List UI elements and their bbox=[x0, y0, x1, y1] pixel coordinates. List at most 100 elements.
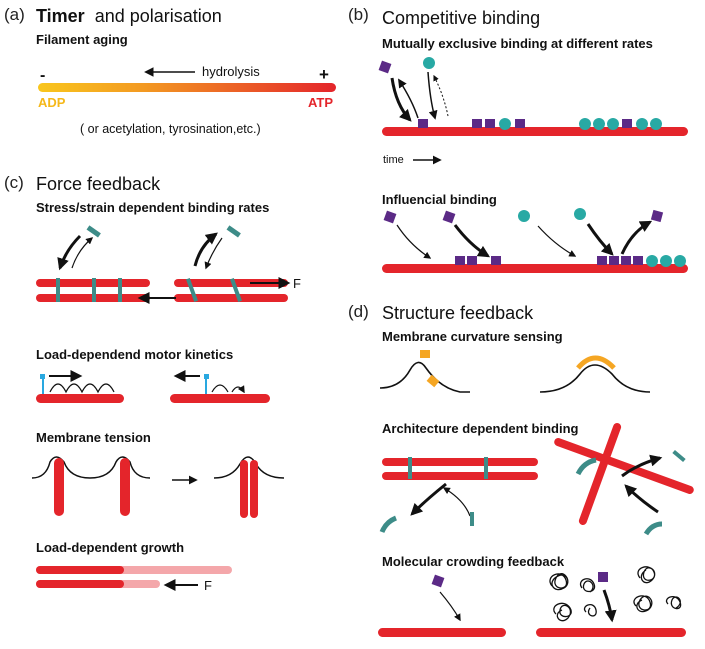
membrane-curved-1 bbox=[379, 361, 470, 393]
crowder-coil bbox=[553, 602, 572, 622]
plus-end-sign: + bbox=[319, 65, 329, 84]
bound-teal bbox=[579, 118, 591, 130]
panel-b: (b) Competitive binding Mutually exclusi… bbox=[348, 5, 688, 273]
free-teal-binder bbox=[574, 208, 586, 220]
crossing-filament-2 bbox=[578, 423, 622, 525]
crosslinker bbox=[484, 457, 488, 479]
free-crosslinker bbox=[226, 225, 241, 238]
purple-unbinding-arrow bbox=[398, 78, 419, 119]
bound-purple bbox=[633, 256, 643, 265]
filament-motor-2 bbox=[170, 394, 270, 403]
panel-c-label: (c) bbox=[4, 173, 24, 192]
crossing-filament-1 bbox=[554, 438, 694, 494]
bound-teal bbox=[646, 255, 658, 267]
bound-purple bbox=[622, 119, 632, 128]
bound-purple bbox=[418, 119, 428, 128]
bound-teal bbox=[674, 255, 686, 267]
binding-arrow-slow bbox=[442, 487, 471, 517]
panel-d-title: Structure feedback bbox=[382, 303, 534, 323]
crosslinker bbox=[408, 457, 412, 479]
teal-unbinding-arrow-slow bbox=[433, 74, 449, 117]
panel-a-label: (a) bbox=[4, 5, 25, 24]
filament-protrusion bbox=[120, 458, 130, 516]
unbinding-arrow-fast bbox=[193, 232, 218, 267]
filament-c2-top bbox=[174, 279, 288, 287]
parallel-filament-bottom bbox=[382, 472, 538, 480]
filament-b2 bbox=[382, 264, 688, 273]
crosslinker bbox=[92, 278, 96, 302]
free-purple-binder bbox=[442, 210, 456, 224]
binding-arrow-fast bbox=[624, 484, 659, 514]
panel-a-title-bold: Timer bbox=[36, 6, 85, 26]
force-label: F bbox=[293, 276, 301, 291]
crowder-coil bbox=[549, 573, 569, 591]
free-purple-binder bbox=[598, 572, 608, 582]
unbinding-arrow-slow bbox=[71, 237, 94, 269]
free-purple-binder bbox=[431, 574, 445, 588]
motor-head bbox=[204, 374, 209, 379]
unbinding-arrow-fast bbox=[410, 482, 447, 516]
filament-c2-bottom bbox=[174, 294, 288, 302]
architecture-binding-label: Architecture dependent binding bbox=[382, 421, 579, 436]
panel-a: (a) Timer and polarisation Filament agin… bbox=[4, 5, 336, 136]
membrane-right bbox=[213, 456, 285, 479]
filament-d-sparse bbox=[378, 628, 506, 637]
crowder-coil bbox=[579, 578, 596, 593]
bound-purple bbox=[485, 119, 495, 128]
influencial-binding-label: Influencial binding bbox=[382, 192, 497, 207]
strained-crosslinker bbox=[230, 278, 242, 302]
time-label: time bbox=[383, 154, 404, 166]
bound-purple bbox=[467, 256, 477, 265]
mutually-exclusive-label: Mutually exclusive binding at different … bbox=[382, 36, 653, 51]
stress-strain-label: Stress/strain dependent binding rates bbox=[36, 200, 269, 215]
bound-purple bbox=[491, 256, 501, 265]
parallel-filament-top bbox=[382, 458, 538, 466]
crosslinker bbox=[118, 278, 122, 302]
strained-crosslinker bbox=[186, 278, 198, 302]
purple-binding-arrow-fast bbox=[390, 77, 412, 122]
weak-binding-arrow bbox=[537, 225, 577, 257]
motor-steps-end bbox=[231, 385, 245, 394]
crowder-coil bbox=[633, 595, 653, 613]
filament-growth-2 bbox=[36, 580, 124, 588]
bent-crosslinker-bound bbox=[575, 457, 597, 476]
bound-teal bbox=[499, 118, 511, 130]
free-purple-binder bbox=[378, 60, 392, 74]
released-purple-binder bbox=[650, 209, 664, 223]
free-teal-binder bbox=[518, 210, 530, 222]
panel-b-label: (b) bbox=[348, 5, 369, 24]
filament-bundled bbox=[250, 460, 258, 518]
free-crosslinker bbox=[470, 512, 474, 526]
aging-filament-gradient bbox=[38, 83, 336, 92]
crowding-feedback-label: Molecular crowding feedback bbox=[382, 554, 565, 569]
adp-label: ADP bbox=[38, 95, 66, 110]
motor-steps bbox=[211, 384, 229, 393]
fast-binding-arrow bbox=[602, 589, 617, 623]
crowders bbox=[549, 566, 682, 622]
panel-d-label: (d) bbox=[348, 302, 369, 321]
slow-binding-arrow bbox=[439, 591, 461, 622]
bound-teal bbox=[660, 255, 672, 267]
bound-purple bbox=[472, 119, 482, 128]
free-crosslinker bbox=[86, 225, 101, 238]
strong-unbinding-arrow bbox=[620, 220, 653, 255]
modification-note: ( or acetylation, tyrosination,etc.) bbox=[80, 122, 261, 136]
load-growth-label: Load-dependent growth bbox=[36, 540, 184, 555]
filament-protrusion bbox=[54, 458, 64, 516]
motor-steps bbox=[49, 383, 115, 394]
free-purple-binder bbox=[383, 210, 397, 224]
binding-arrow-fast bbox=[57, 234, 82, 271]
free-teal-binder bbox=[423, 57, 435, 69]
membrane-left bbox=[31, 456, 151, 479]
atp-label: ATP bbox=[308, 95, 333, 110]
bound-purple bbox=[609, 256, 619, 265]
strong-binding-arrow bbox=[453, 224, 491, 258]
bound-purple bbox=[515, 119, 525, 128]
panel-d: (d) Structure feedback Membrane curvatur… bbox=[348, 302, 694, 637]
bound-teal bbox=[593, 118, 605, 130]
bent-crosslinker bbox=[379, 515, 398, 534]
curvature-sensor-bound bbox=[576, 355, 616, 370]
bound-purple bbox=[455, 256, 465, 265]
teal-binding-arrow bbox=[427, 71, 438, 120]
